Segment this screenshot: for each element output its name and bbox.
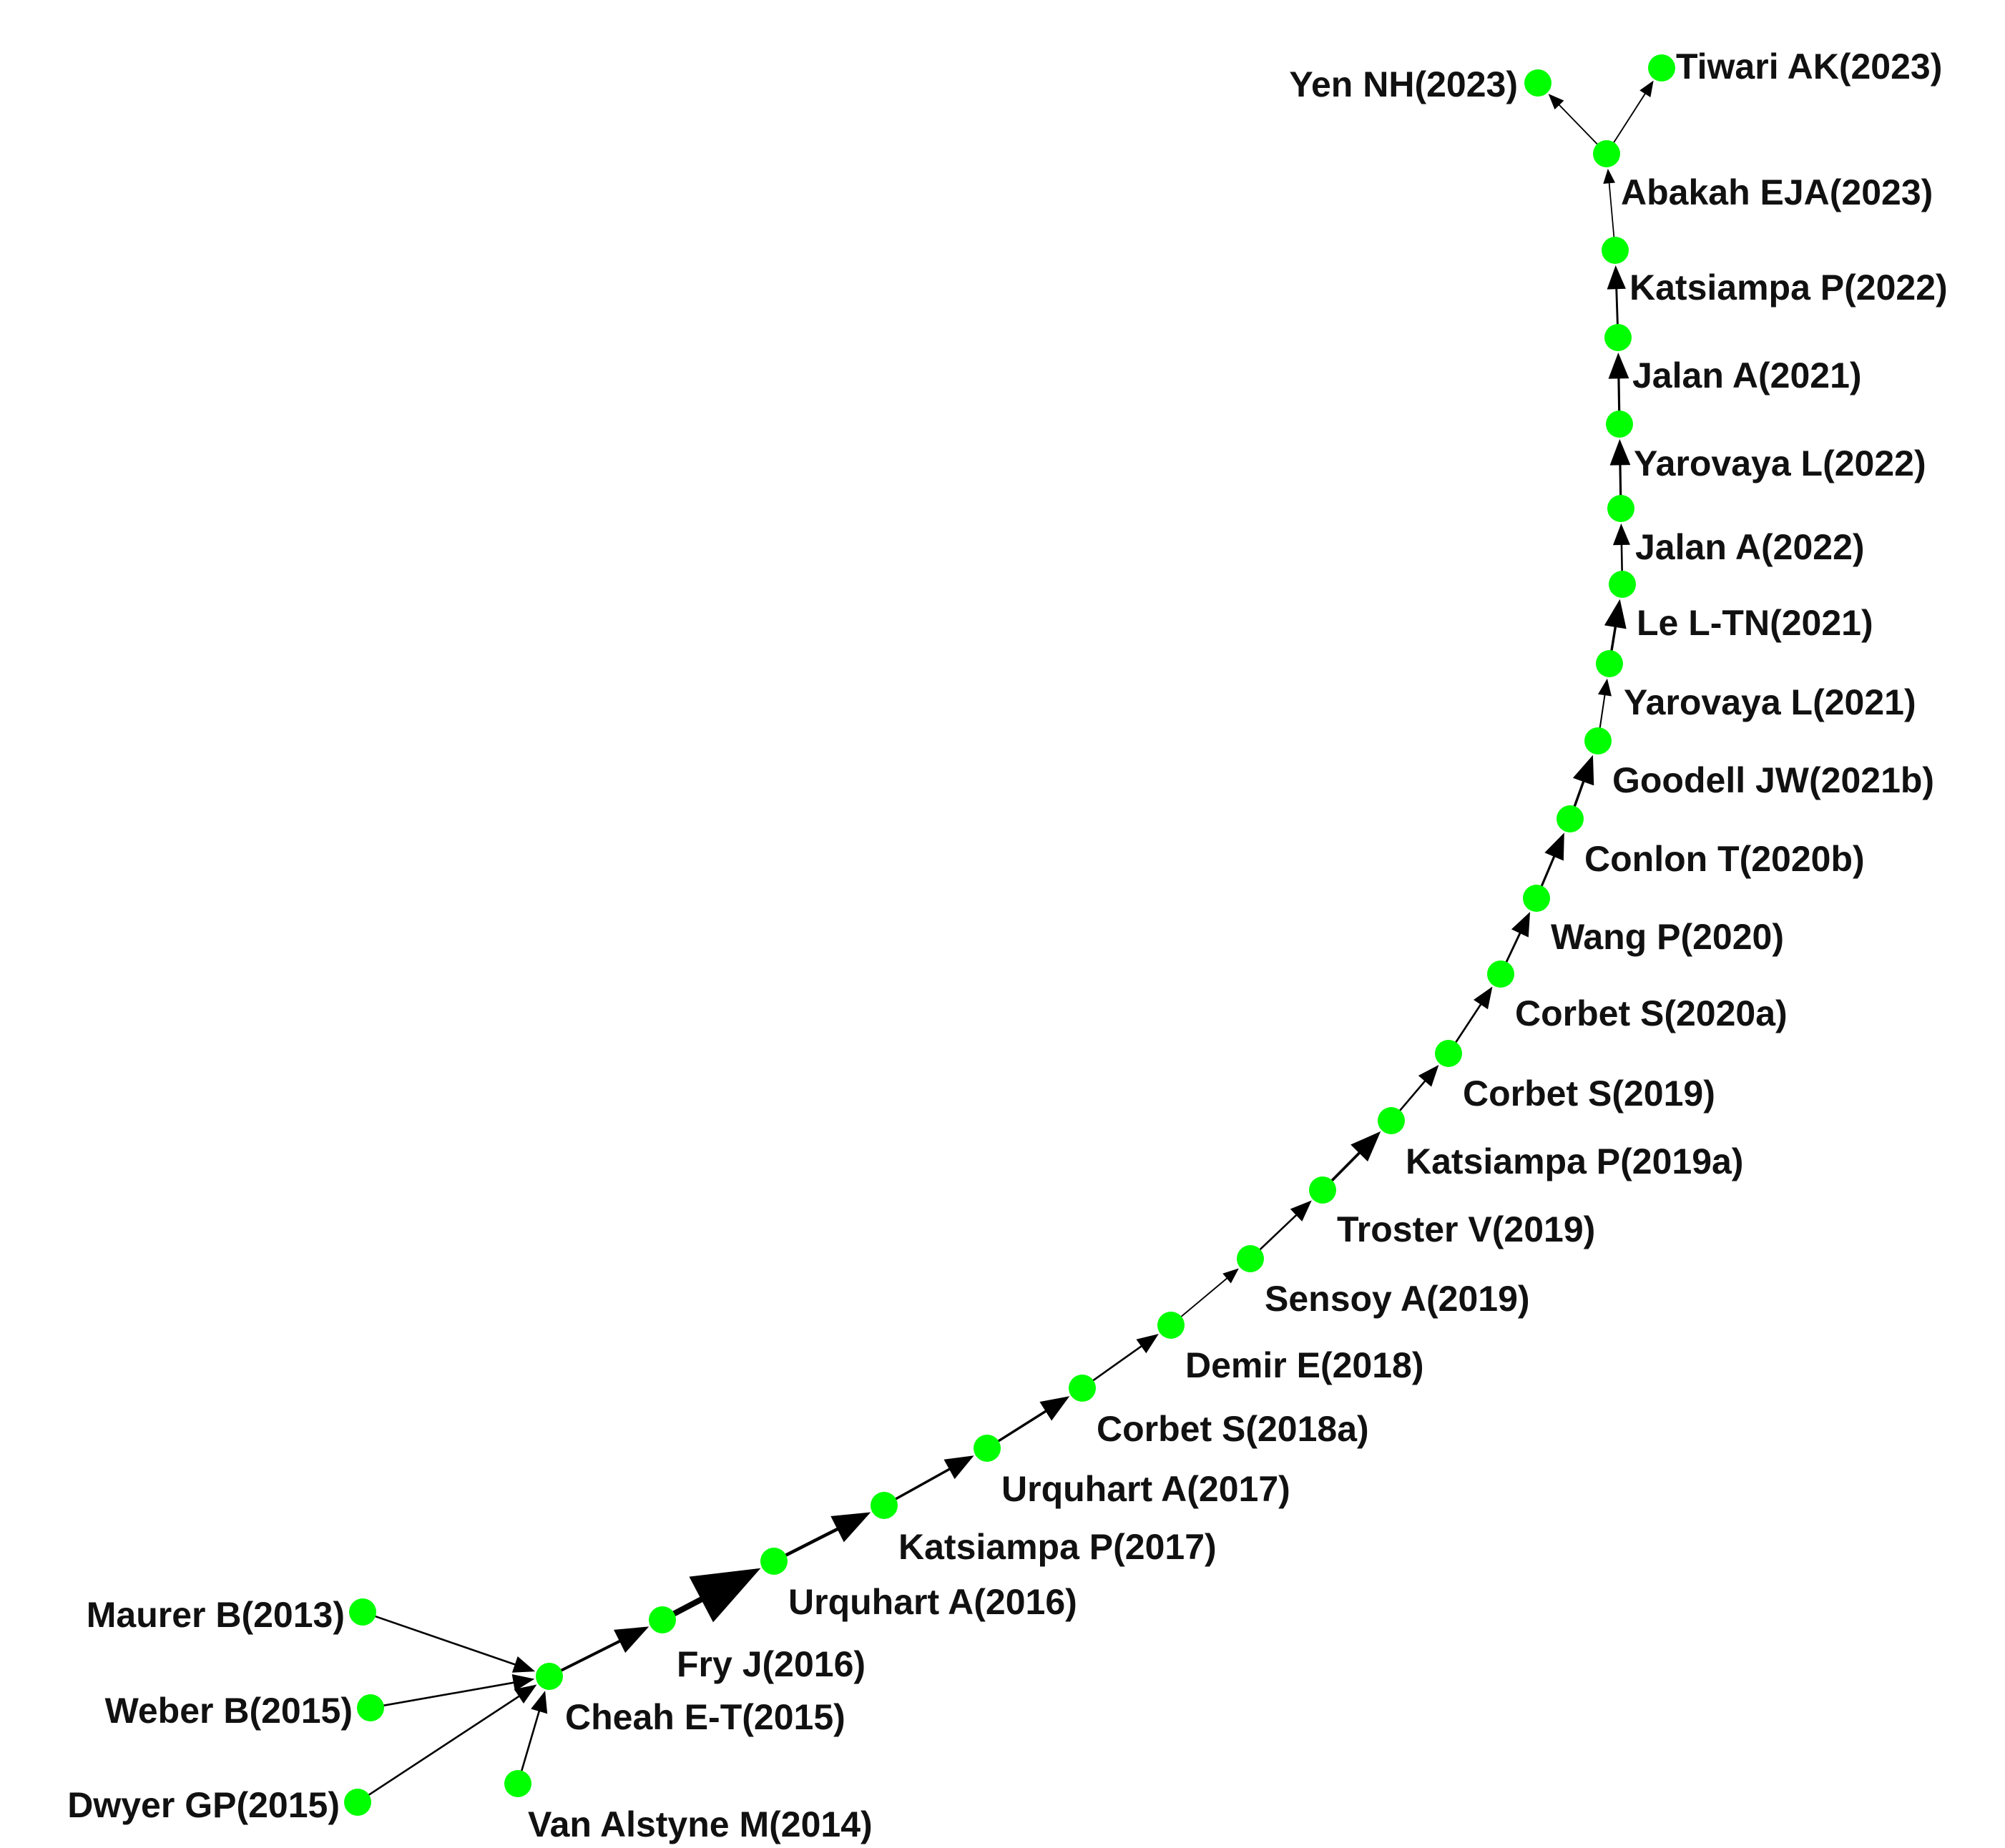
- node-label-maurer2013: Maurer B(2013): [87, 1595, 345, 1635]
- edge-katsiampa2019a-to-corbet2019: [1399, 1064, 1439, 1111]
- node-corbet2019: [1435, 1040, 1462, 1067]
- node-demir2018: [1157, 1312, 1185, 1339]
- node-urquhart2017: [974, 1435, 1001, 1462]
- edge-sensoy2019-to-troster2019: [1259, 1200, 1312, 1251]
- node-label-conlon2020b: Conlon T(2020b): [1584, 839, 1865, 879]
- node-label-fry2016: Fry J(2016): [677, 1644, 866, 1684]
- node-label-le2021: Le L-TN(2021): [1637, 603, 1873, 643]
- node-label-wang2020: Wang P(2020): [1551, 917, 1784, 957]
- node-label-katsiampa2019a: Katsiampa P(2019a): [1406, 1141, 1743, 1181]
- edge-yarovaya2022-to-jalan2021: [1608, 352, 1629, 412]
- node-le2021: [1609, 571, 1636, 598]
- edge-corbet2018a-to-demir2018: [1092, 1334, 1159, 1382]
- node-label-corbet2018a: Corbet S(2018a): [1097, 1409, 1369, 1449]
- node-label-demir2018: Demir E(2018): [1185, 1345, 1424, 1385]
- node-yarovaya2021: [1596, 650, 1623, 677]
- edge-katsiampa2017-to-urquhart2017: [894, 1455, 974, 1500]
- node-label-yarovaya2022: Yarovaya L(2022): [1634, 443, 1926, 483]
- edge-wang2020-to-conlon2020b: [1540, 832, 1564, 888]
- edge-corbet2019-to-corbet2020a: [1455, 986, 1493, 1043]
- edge-weber2015-to-cheah2015: [383, 1674, 535, 1707]
- edge-abakah2023-to-tiwari2023: [1613, 80, 1654, 143]
- node-dwyer2015: [344, 1789, 371, 1816]
- edge-troster2019-to-katsiampa2019a: [1330, 1131, 1381, 1182]
- node-abakah2023: [1593, 140, 1620, 167]
- node-tiwari2023: [1648, 54, 1675, 82]
- node-label-cheah2015: Cheah E-T(2015): [565, 1697, 845, 1737]
- node-katsiampa2019a: [1378, 1107, 1405, 1134]
- node-label-tiwari2023: Tiwari AK(2023): [1676, 46, 1942, 87]
- edge-goodell2021b-to-yarovaya2021: [1597, 678, 1612, 729]
- node-cheah2015: [536, 1663, 563, 1690]
- node-label-jalan2021: Jalan A(2021): [1632, 355, 1862, 395]
- node-label-troster2019: Troster V(2019): [1337, 1209, 1595, 1249]
- node-label-corbet2020a: Corbet S(2020a): [1515, 993, 1788, 1033]
- node-maurer2013: [349, 1598, 376, 1626]
- node-goodell2021b: [1584, 727, 1612, 755]
- edge-dwyer2015-to-cheah2015: [368, 1684, 537, 1796]
- node-label-katsiampa2017: Katsiampa P(2017): [898, 1527, 1217, 1567]
- node-weber2015: [357, 1694, 384, 1721]
- edge-corbet2020a-to-wang2020: [1505, 911, 1531, 963]
- node-katsiampa2022: [1602, 237, 1629, 264]
- node-label-yarovaya2021: Yarovaya L(2021): [1624, 682, 1916, 722]
- node-corbet2018a: [1069, 1375, 1096, 1402]
- edge-le2021-to-jalan2022: [1612, 523, 1630, 572]
- node-label-yen2023: Yen NH(2023): [1289, 64, 1518, 104]
- edge-maurer2013-to-cheah2015: [374, 1615, 536, 1673]
- edge-katsiampa2022-to-abakah2023: [1603, 168, 1616, 237]
- edge-urquhart2016-to-katsiampa2017: [784, 1512, 871, 1557]
- node-yarovaya2022: [1606, 411, 1633, 438]
- node-troster2019: [1309, 1176, 1336, 1204]
- edge-vanalstyne2014-to-cheah2015: [521, 1691, 548, 1772]
- node-label-urquhart2017: Urquhart A(2017): [1001, 1469, 1290, 1509]
- node-label-sensoy2019: Sensoy A(2019): [1265, 1279, 1530, 1319]
- edge-yarovaya2021-to-le2021: [1604, 599, 1627, 652]
- node-label-vanalstyne2014: Van Alstyne M(2014): [528, 1804, 873, 1844]
- edge-jalan2021-to-katsiampa2022: [1607, 265, 1626, 325]
- node-label-dwyer2015: Dwyer GP(2015): [67, 1785, 340, 1825]
- edge-demir2018-to-sensoy2019: [1180, 1268, 1239, 1317]
- node-yen2023: [1524, 69, 1551, 97]
- node-corbet2020a: [1487, 960, 1514, 988]
- edge-urquhart2017-to-corbet2018a: [997, 1396, 1070, 1442]
- edge-fry2016-to-urquhart2016: [671, 1568, 761, 1623]
- node-vanalstyne2014: [504, 1770, 531, 1797]
- node-label-urquhart2016: Urquhart A(2016): [788, 1582, 1077, 1622]
- node-jalan2022: [1607, 495, 1634, 522]
- edge-layer: [368, 80, 1654, 1796]
- node-label-jalan2022: Jalan A(2022): [1635, 527, 1865, 567]
- node-label-abakah2023: Abakah EJA(2023): [1621, 172, 1933, 212]
- edge-conlon2020b-to-goodell2021b: [1572, 755, 1594, 807]
- node-label-goodell2021b: Goodell JW(2021b): [1612, 760, 1934, 800]
- node-label-katsiampa2022: Katsiampa P(2022): [1629, 267, 1948, 308]
- node-layer: [344, 54, 1675, 1816]
- label-layer: Maurer B(2013) Weber B(2015) Dwyer GP(2015…: [67, 46, 1947, 1844]
- edge-abakah2023-to-yen2023: [1548, 94, 1598, 145]
- node-urquhart2016: [760, 1548, 788, 1575]
- node-jalan2021: [1604, 324, 1632, 351]
- node-katsiampa2017: [871, 1492, 898, 1519]
- node-label-corbet2019: Corbet S(2019): [1463, 1073, 1715, 1114]
- node-wang2020: [1523, 885, 1550, 912]
- node-fry2016: [649, 1606, 676, 1633]
- node-label-weber2015: Weber B(2015): [105, 1691, 353, 1731]
- node-conlon2020b: [1557, 805, 1584, 832]
- node-sensoy2019: [1237, 1245, 1264, 1272]
- edge-jalan2022-to-yarovaya2022: [1609, 438, 1631, 496]
- edge-cheah2015-to-fry2016: [559, 1626, 649, 1672]
